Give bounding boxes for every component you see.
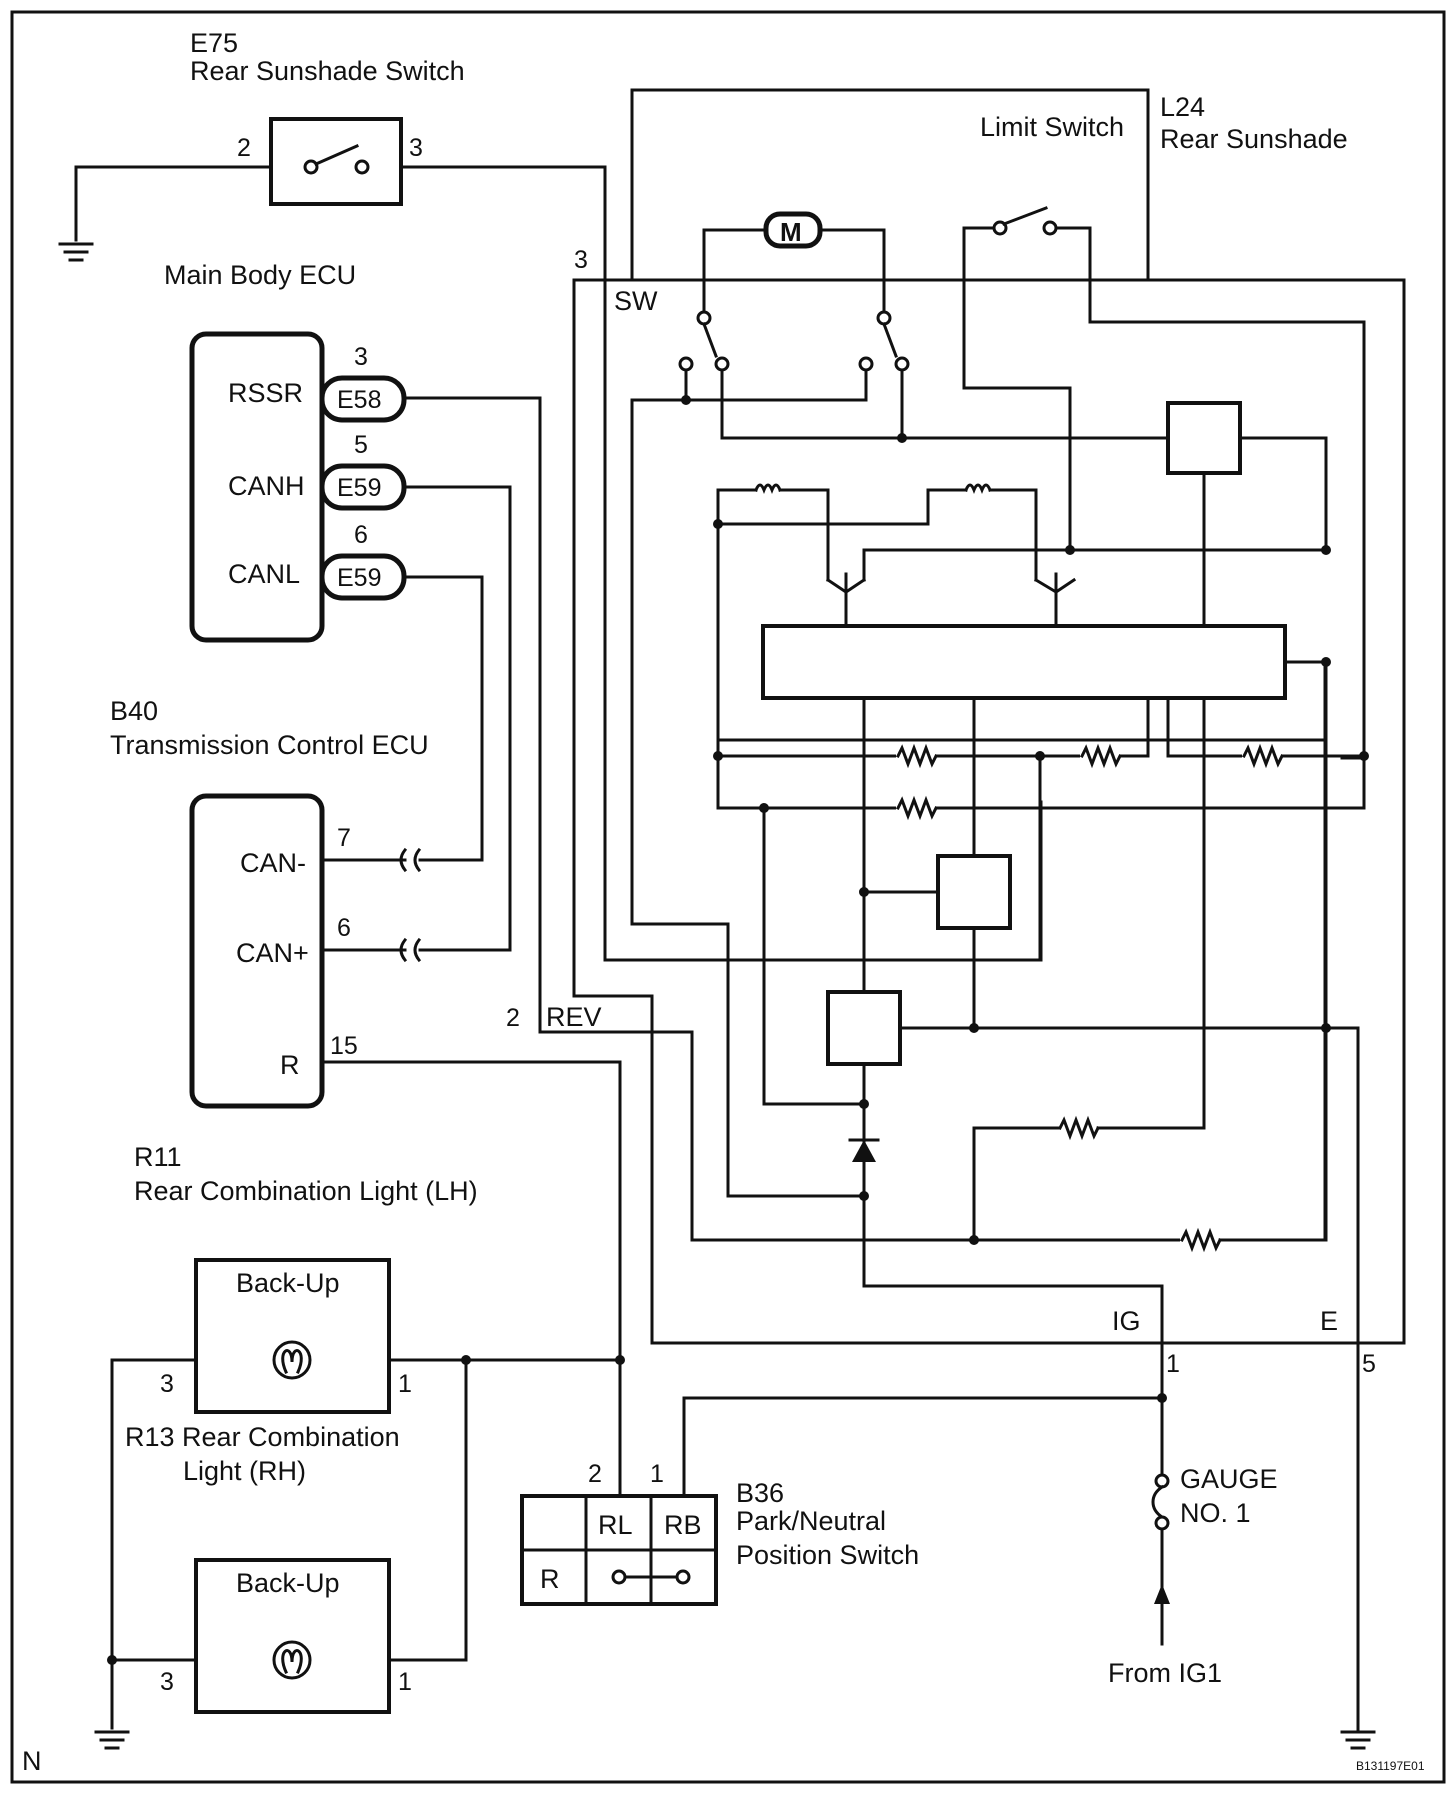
- r13-lamp-label: Back-Up: [236, 1568, 340, 1598]
- main-ecu-pin-3: 3: [354, 343, 368, 371]
- r13-name-line2: Light (RH): [183, 1456, 306, 1486]
- e75-id: E75: [190, 28, 238, 58]
- r11-id: R11: [134, 1142, 182, 1172]
- b36-park-neutral-position-switch: RL RB R 2 1 B36 Park/Neutral Position Sw…: [520, 1460, 919, 1606]
- b40-pin-6: 6: [337, 914, 351, 942]
- connector-e59-canl: E59: [337, 564, 381, 592]
- e75-pin-3: 3: [409, 134, 423, 162]
- ground-symbol-top-left: [58, 242, 94, 262]
- l24-sw-label: SW: [614, 286, 658, 316]
- connector-e58: E58: [337, 386, 381, 414]
- b40-terminal-r: R: [280, 1050, 300, 1080]
- resistor-1: [895, 743, 939, 769]
- b40-name: Transmission Control ECU: [110, 730, 429, 760]
- resistor-3: [1241, 743, 1285, 769]
- r11-pin-3: 3: [160, 1370, 174, 1398]
- r11-pin-1: 1: [398, 1370, 412, 1398]
- resistor-6: [1179, 1227, 1223, 1253]
- r13-rear-combination-light-rh: R13 Rear Combination Light (RH) Back-Up …: [125, 1422, 412, 1714]
- resistor-4: [895, 795, 939, 821]
- l24-name: Rear Sunshade: [1160, 124, 1348, 154]
- b36-row-r: R: [540, 1564, 560, 1594]
- r13-name-line1: R13 Rear Combination: [125, 1422, 400, 1452]
- b40-id: B40: [110, 696, 158, 726]
- b36-name-line1: Park/Neutral: [736, 1506, 886, 1536]
- l24-ig-label: IG: [1112, 1306, 1141, 1336]
- e75-rear-sunshade-switch: E75 Rear Sunshade Switch 2 3: [190, 28, 465, 206]
- ground-symbol-bottom-left: [94, 1730, 130, 1750]
- b40-terminal-can-plus: CAN+: [236, 938, 309, 968]
- l24-sw-pin: 3: [574, 246, 588, 274]
- l24-id: L24: [1160, 92, 1205, 122]
- main-ecu-title: Main Body ECU: [164, 260, 356, 290]
- e75-name: Rear Sunshade Switch: [190, 56, 465, 86]
- l24-rev-label: REV: [546, 1002, 602, 1032]
- diagram-frame: [10, 10, 1446, 1784]
- resistor-5: [1057, 1115, 1101, 1141]
- r13-pin-1: 1: [398, 1668, 412, 1696]
- b36-name-line2: Position Switch: [736, 1540, 919, 1570]
- r11-lamp-label: Back-Up: [236, 1268, 340, 1298]
- b40-transmission-control-ecu: B40 Transmission Control ECU CAN- CAN+ R…: [110, 696, 429, 1109]
- l24-ig-pin: 1: [1166, 1350, 1180, 1378]
- b40-terminal-can-minus: CAN-: [240, 848, 306, 878]
- r11-name: Rear Combination Light (LH): [134, 1176, 478, 1206]
- main-ecu-terminal-canl: CANL: [228, 559, 300, 589]
- figure-code: B131197E01: [1356, 1759, 1425, 1773]
- l24-e-pin: 5: [1362, 1350, 1376, 1378]
- motor-label: M: [780, 217, 802, 247]
- connector-e59-canh: E59: [337, 474, 381, 502]
- b36-col-rl: RL: [598, 1510, 633, 1540]
- fuse-label-line2: NO. 1: [1180, 1498, 1251, 1528]
- b36-col-rb: RB: [664, 1510, 702, 1540]
- fuse-label-line1: GAUGE: [1180, 1464, 1278, 1494]
- main-ecu-terminal-canh: CANH: [228, 471, 305, 501]
- e75-pin-2: 2: [237, 134, 251, 162]
- corner-letter: N: [22, 1746, 42, 1776]
- resistor-2: [1079, 743, 1123, 769]
- main-ecu-pin-6: 6: [354, 521, 368, 549]
- b36-id: B36: [736, 1478, 784, 1508]
- l24-e-label: E: [1320, 1306, 1338, 1336]
- source-label: From IG1: [1108, 1658, 1222, 1688]
- b36-pin-2: 2: [588, 1460, 602, 1488]
- main-body-ecu: Main Body ECU RSSR CANH CANL E58 E59 E59…: [164, 260, 407, 643]
- ground-symbol-bottom-right: [1340, 1730, 1376, 1750]
- main-ecu-pin-5: 5: [354, 431, 368, 459]
- b36-pin-1: 1: [650, 1460, 664, 1488]
- l24-rear-sunshade: L24 Rear Sunshade Limit Switch 3 SW 2 RE…: [506, 88, 1406, 1378]
- r11-rear-combination-light-lh: R11 Rear Combination Light (LH) Back-Up …: [134, 1142, 478, 1414]
- r13-pin-3: 3: [160, 1668, 174, 1696]
- b40-pin-7: 7: [337, 824, 351, 852]
- l24-rev-pin: 2: [506, 1004, 520, 1032]
- main-ecu-terminal-rssr: RSSR: [228, 378, 303, 408]
- b40-pin-15: 15: [330, 1032, 358, 1060]
- l24-limit-switch-label: Limit Switch: [980, 112, 1124, 142]
